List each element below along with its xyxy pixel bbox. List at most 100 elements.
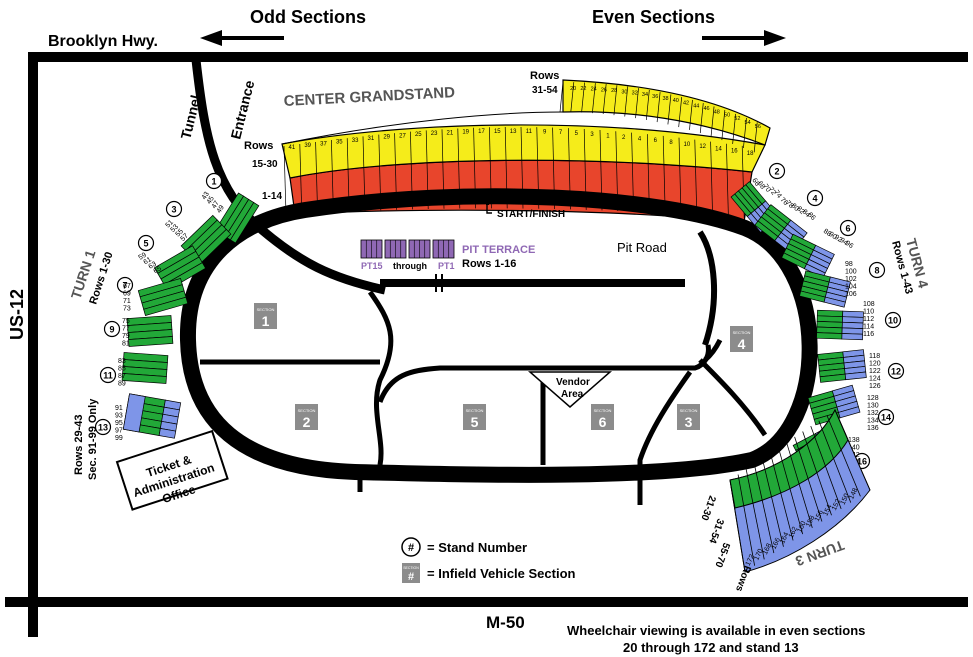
grandstand-section-number: 15 — [494, 129, 501, 135]
section-number: 126 — [869, 383, 881, 390]
section-number: 100 — [845, 269, 857, 276]
turn3-section-number: 150 — [840, 493, 851, 507]
infield-section-4: SECTION 4 — [730, 326, 753, 352]
grandstand-section-number: 14 — [715, 146, 722, 152]
section-number: 106 — [845, 291, 857, 298]
section-number: 77 — [122, 326, 130, 333]
section-number: 84 — [801, 208, 812, 219]
pit-road-label: Pit Road — [617, 240, 667, 255]
grandstand-section-number: 37 — [320, 141, 327, 147]
start-finish-label: START/FINISH — [497, 209, 565, 220]
grandstand-upper-section-number: 44 — [693, 103, 699, 109]
grandstand-section-number: 1 — [606, 133, 610, 139]
section-number: 70 — [761, 183, 771, 193]
section-number: 53 — [170, 223, 181, 234]
section-number: 102 — [845, 276, 857, 283]
stand-number-badge-icon — [887, 362, 905, 380]
section-number: 51 — [165, 219, 176, 230]
turn3-section-number: 172 — [745, 553, 756, 567]
section-number: 122 — [869, 368, 881, 375]
stand-block — [754, 204, 808, 254]
turn3-rows-55-70: 55-70 — [712, 541, 731, 569]
stand-number-badge-icon — [768, 162, 786, 180]
entrance-label: Entrance — [227, 79, 257, 141]
grandstand-section-number: 33 — [352, 138, 359, 144]
section-number: 74 — [772, 189, 782, 199]
stand-number-badge-icon — [868, 261, 886, 279]
section-number: 97 — [115, 428, 123, 435]
section-number: 120 — [869, 361, 881, 368]
grandstand-upper-section-number: 46 — [703, 106, 709, 112]
stand-number-badge-icon — [877, 408, 895, 426]
infield-roads — [200, 290, 768, 505]
grandstand-upper-section-number: 28 — [611, 88, 617, 94]
section-number: 89 — [118, 381, 126, 388]
section-number: 81 — [122, 341, 130, 348]
section-number: 88 — [822, 228, 832, 238]
section-number: 68 — [756, 180, 766, 190]
svg-text:3: 3 — [685, 414, 693, 430]
stand-number: 16 — [857, 457, 867, 467]
turn3-section-number: 162 — [788, 526, 799, 540]
wheelchair-note-line1: Wheelchair viewing is available in even … — [567, 623, 865, 638]
section-number: 76 — [779, 196, 790, 207]
section-number: 83 — [118, 358, 126, 365]
section-number: 132 — [867, 410, 879, 417]
section-number: 49 — [216, 204, 226, 214]
turn3-rows-21-30: 21-30 — [698, 494, 717, 522]
stand-number: 5 — [143, 239, 148, 249]
odd-arrow-icon — [200, 30, 284, 46]
grandstand-section-number: 21 — [447, 130, 454, 136]
stand-number-badge-icon — [205, 172, 223, 190]
grandstand-section-number: 8 — [669, 140, 673, 146]
section-number: 80 — [790, 202, 801, 213]
grandstand-section-number: 13 — [510, 129, 517, 135]
infield-vehicle-symbol-icon — [402, 563, 420, 583]
vendor-area-line2: Area — [561, 389, 584, 400]
grandstand-section-number: 16 — [731, 149, 738, 155]
stand-number: 8 — [874, 266, 879, 276]
infield-section-5: SECTION 5 — [463, 404, 486, 430]
rows-15-30-label: 15-30 — [252, 159, 278, 170]
section-number: 128 — [867, 395, 879, 402]
section-number: 116 — [863, 331, 874, 338]
section-number: 134 — [867, 418, 879, 425]
grandstand-section-number: 27 — [399, 133, 406, 139]
us12-road — [28, 52, 38, 637]
turn3-section-number: 152 — [831, 498, 842, 512]
grandstand-upper-section-number: 38 — [662, 96, 668, 102]
section-number: 59 — [138, 252, 148, 262]
section-number: 65 — [153, 265, 163, 275]
grandstand-section-number: 11 — [526, 129, 533, 135]
section-number: 57 — [180, 232, 191, 243]
stand-block — [816, 309, 864, 341]
pit-terrace-rows: Rows 1-16 — [462, 258, 516, 270]
svg-text:4: 4 — [738, 336, 746, 352]
section-number: 67 — [123, 283, 131, 290]
svg-text:SECTION: SECTION — [298, 408, 316, 413]
svg-text:1: 1 — [262, 313, 270, 329]
grandstand-section-number: 25 — [415, 132, 422, 138]
m50-road — [5, 597, 968, 607]
grandstand-section-number: 7 — [559, 130, 563, 136]
section-number: 93 — [115, 413, 123, 420]
turn3-section-number: 170 — [753, 548, 764, 562]
grandstand-section-number: 17 — [478, 129, 485, 135]
section-number: 47 — [211, 200, 221, 210]
wheelchair-note-line2: 20 through 172 and stand 13 — [623, 640, 799, 655]
grandstand-upper-section-number: 54 — [745, 120, 751, 126]
section-number: 45 — [206, 195, 216, 205]
section-number: 43 — [201, 191, 211, 201]
stand-number-badge-icon — [116, 276, 134, 294]
grandstand-section-number: 10 — [684, 142, 691, 148]
section-number: 85 — [118, 366, 126, 373]
stand-block — [126, 315, 174, 347]
legend-stand-text: = Stand Number — [427, 540, 527, 555]
section-number: 75 — [122, 318, 130, 325]
grandstand-upper-section-number: 22 — [580, 86, 586, 92]
brooklyn-hwy-road — [38, 52, 968, 62]
section-number: 61 — [143, 256, 153, 266]
